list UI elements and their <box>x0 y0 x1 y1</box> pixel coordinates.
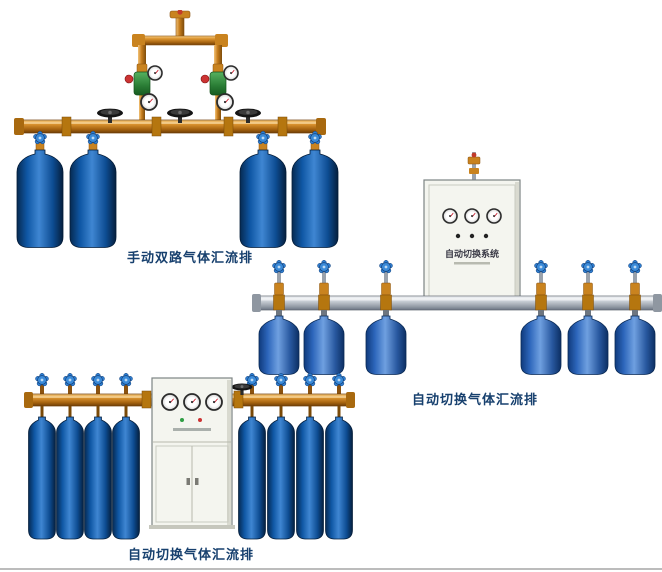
gas-cylinder <box>238 416 266 540</box>
cylinder-riser <box>534 259 548 318</box>
cylinder-riser <box>317 259 331 318</box>
manifold-pipe <box>252 294 662 312</box>
gas-cylinders <box>28 406 353 540</box>
indicator-light <box>455 233 461 239</box>
gas-cylinder <box>365 315 407 375</box>
gas-cylinders <box>16 130 339 248</box>
cabinet-gauges <box>161 393 223 411</box>
product-manual-dual-manifold: 手动双路气体汇流排 <box>12 10 342 268</box>
auto-manifold-floor-illustration <box>24 372 355 540</box>
cabinet-gauges <box>442 208 502 224</box>
gas-cylinder <box>296 416 324 540</box>
product-auto-switch-manifold-wall: 自动切换系统 <box>252 152 662 410</box>
gas-cylinder <box>614 315 656 375</box>
pipe-end-cap <box>252 294 261 312</box>
control-cabinet: 自动切换系统 <box>423 179 521 305</box>
gas-cylinder <box>303 315 345 375</box>
supply-pipe <box>467 152 481 182</box>
product-caption: 自动切换气体汇流排 <box>127 547 254 562</box>
cabinet-label-line <box>173 428 211 431</box>
pressure-regulator-left <box>125 64 162 122</box>
pipe-end-cap <box>316 118 326 135</box>
manual-manifold-illustration <box>14 10 339 248</box>
gas-cylinder <box>112 416 140 540</box>
cylinder-riser <box>379 259 393 318</box>
cylinder-valve <box>33 130 47 152</box>
bottom-divider <box>0 568 662 570</box>
cylinder-valve <box>86 130 100 152</box>
control-cabinet <box>149 377 235 529</box>
main-manifold-pipe <box>14 116 326 137</box>
product-auto-switch-manifold-floor: 自动切换气体汇流排 <box>15 372 355 568</box>
gas-cylinder <box>84 416 112 540</box>
gas-cylinder <box>520 315 562 375</box>
indicator-light <box>469 233 475 239</box>
indicator-light <box>483 233 489 239</box>
supply-valve-knob <box>471 152 477 158</box>
gas-cylinder <box>56 416 84 540</box>
cylinder-riser <box>628 259 642 318</box>
gas-cylinder <box>325 416 353 540</box>
pipe-end-cap <box>346 392 355 408</box>
cylinder-riser <box>272 259 286 318</box>
pipe-end-cap <box>14 118 24 135</box>
door-handle <box>186 478 190 485</box>
gas-cylinder <box>267 416 295 540</box>
indicator-light-green <box>180 418 184 422</box>
gas-cylinder <box>16 149 64 248</box>
gas-cylinders <box>258 259 656 375</box>
cabinet-label: 自动切换系统 <box>445 248 499 259</box>
gas-cylinder <box>69 149 117 248</box>
product-caption: 手动双路气体汇流排 <box>126 250 253 265</box>
top-valve-knob <box>177 10 183 15</box>
auto-manifold-wall-illustration: 自动切换系统 <box>252 152 662 375</box>
gas-cylinder <box>567 315 609 375</box>
cylinder-valve <box>308 130 322 152</box>
cylinder-valve <box>256 130 270 152</box>
cylinder-riser <box>581 259 595 318</box>
gas-cylinder <box>28 416 56 540</box>
product-caption: 自动切换气体汇流排 <box>411 392 538 407</box>
gas-cylinder <box>258 315 300 375</box>
cylinder-risers <box>35 372 346 395</box>
pipe-end-cap <box>653 294 662 312</box>
pipe-end-cap <box>24 392 33 408</box>
cabinet-sublabel-line <box>454 262 490 265</box>
door-handle <box>195 478 199 485</box>
pressure-regulator-right <box>201 64 238 122</box>
indicator-light-red <box>198 418 202 422</box>
header-pipe <box>132 10 228 69</box>
